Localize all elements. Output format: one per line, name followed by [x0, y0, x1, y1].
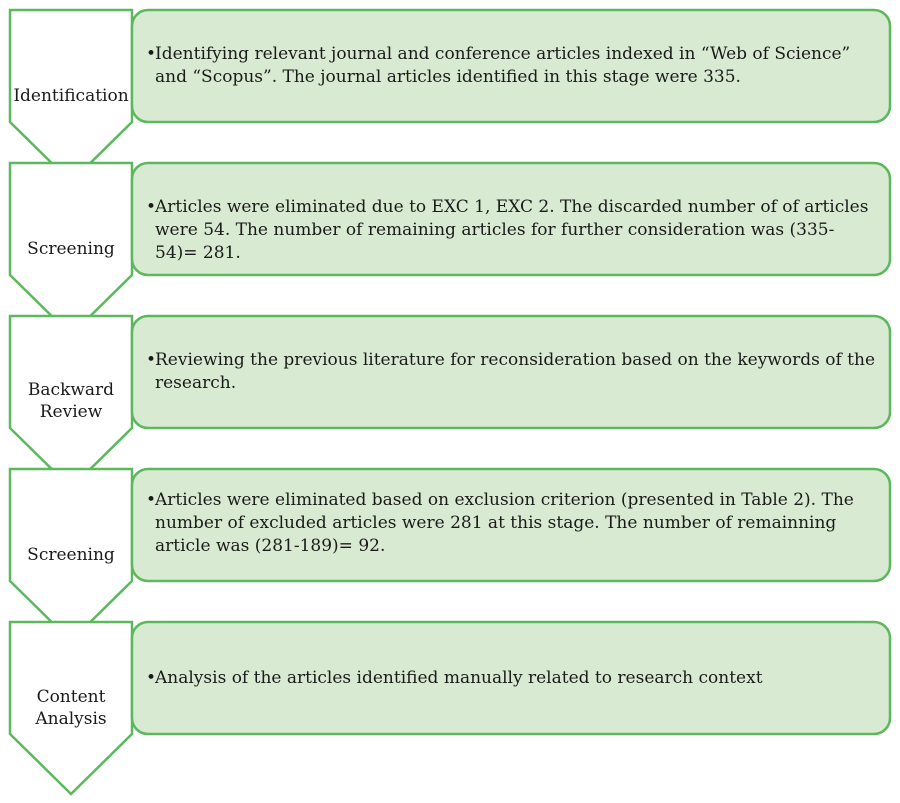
stage-label: Screening	[27, 545, 115, 565]
stage-label: Content Analysis	[35, 687, 107, 729]
stage-screening-1: Screening • Articles were eliminated due…	[0, 161, 900, 337]
stage-shapes	[8, 161, 892, 337]
bullet-marker: •	[146, 44, 157, 64]
stage-box	[130, 314, 892, 430]
stage-shapes	[8, 620, 892, 796]
stage-label: Backward Review	[27, 380, 115, 422]
bullet-marker: •	[146, 668, 157, 688]
stage-shapes	[8, 314, 892, 490]
stage-chevron	[8, 314, 134, 490]
stage-shapes	[8, 8, 892, 184]
stage-description-text: Articles were eliminated due to EXC 1, E…	[155, 197, 869, 263]
stage-description: • Analysis of the articles identified ma…	[146, 667, 876, 690]
stage-description-text: Articles were eliminated based on exclus…	[155, 490, 854, 556]
stage-label: Screening	[27, 239, 115, 259]
stage-box	[130, 620, 892, 736]
stage-label: Identification	[13, 86, 129, 106]
stage-description-text: Analysis of the articles identified manu…	[155, 668, 763, 688]
stage-box	[130, 8, 892, 124]
bullet-marker: •	[146, 350, 157, 370]
stage-content-analysis: Content Analysis • Analysis of the artic…	[0, 620, 900, 796]
stage-description: • Identifying relevant journal and confe…	[146, 43, 876, 89]
stage-chevron	[8, 620, 134, 796]
stage-backward-review: Backward Review • Reviewing the previous…	[0, 314, 900, 490]
bullet-marker: •	[146, 490, 157, 510]
stage-description: • Reviewing the previous literature for …	[146, 349, 876, 395]
bullet-marker: •	[146, 197, 157, 217]
stage-description-text: Reviewing the previous literature for re…	[155, 350, 876, 393]
stage-description: • Articles were eliminated based on excl…	[146, 489, 876, 558]
stage-box	[130, 467, 892, 583]
stage-chevron	[8, 161, 134, 337]
stage-description: • Articles were eliminated due to EXC 1,…	[146, 196, 876, 265]
stage-description-text: Identifying relevant journal and confere…	[155, 44, 851, 87]
stage-box	[130, 161, 892, 277]
stage-screening-2: Screening • Articles were eliminated bas…	[0, 467, 900, 643]
stage-chevron	[8, 467, 134, 643]
stage-identification: Identification • Identifying relevant jo…	[0, 8, 900, 184]
stage-chevron	[8, 8, 134, 184]
stage-shapes	[8, 467, 892, 643]
